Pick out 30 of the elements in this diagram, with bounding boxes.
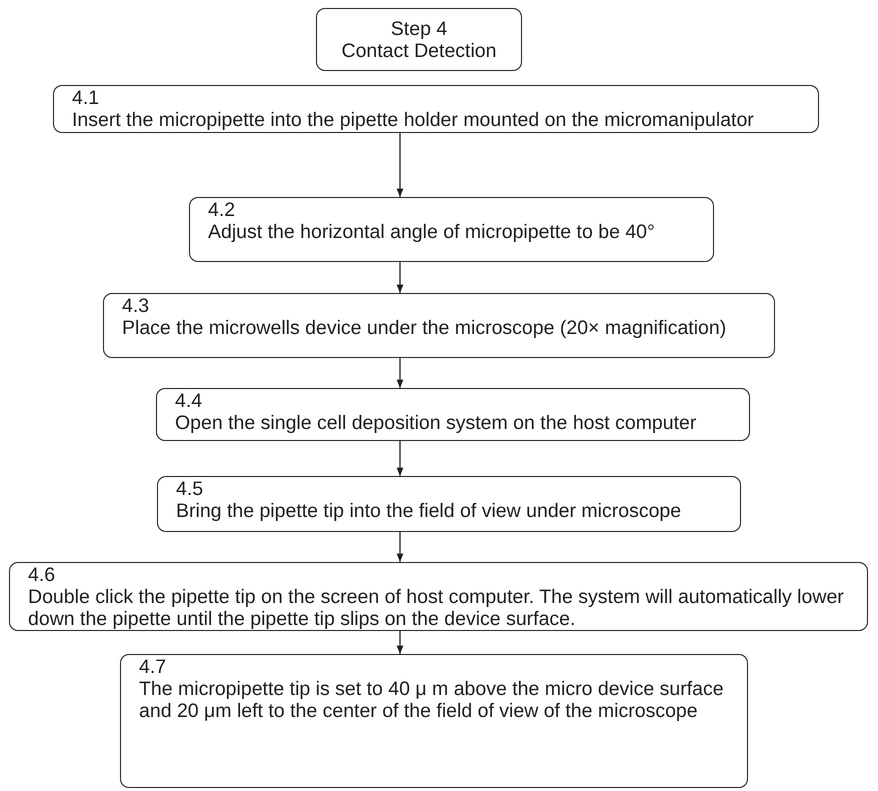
step-text: Open the single cell deposition system on the host computer bbox=[175, 412, 698, 434]
process-box bbox=[53, 85, 819, 133]
process-box bbox=[189, 197, 714, 262]
process-box bbox=[120, 654, 748, 788]
step-text: The micropipette tip is set to 40 μ m above the micro device surface and 20 μm left to the center of the field of view of the microscope bbox=[139, 678, 725, 722]
step-text: Contact Detection bbox=[341, 40, 496, 62]
step-number: 4.6 bbox=[28, 564, 56, 586]
step-number: 4.5 bbox=[176, 478, 204, 500]
arrow bbox=[396, 441, 404, 476]
process-box bbox=[316, 8, 522, 71]
step-number: 4.1 bbox=[72, 87, 100, 109]
arrow bbox=[396, 133, 404, 197]
step-number: 4.7 bbox=[139, 656, 168, 678]
step-number: Step 4 bbox=[390, 18, 448, 40]
process-box bbox=[9, 562, 868, 631]
step-text: Place the microwells device under the microscope (20× magnification) bbox=[122, 317, 728, 339]
arrow bbox=[396, 358, 404, 388]
arrow bbox=[396, 631, 404, 654]
process-box bbox=[157, 476, 741, 532]
process-box bbox=[156, 388, 750, 441]
step-text: Double click the pipette tip on the screen of host computer. The system will automatically lower down the pipette until the pipette tip slips on the device surface. bbox=[28, 586, 845, 630]
step-number: 4.3 bbox=[122, 295, 150, 317]
process-box bbox=[103, 293, 775, 358]
arrow bbox=[396, 532, 404, 562]
arrow bbox=[396, 262, 404, 293]
step-number: 4.4 bbox=[175, 390, 204, 412]
step-text: Bring the pipette tip into the field of view under microscope bbox=[176, 500, 682, 522]
step-text: Insert the micropipette into the pipette holder mounted on the micromanipulator bbox=[72, 109, 755, 131]
step-number: 4.2 bbox=[208, 199, 236, 221]
step-text: Adjust the horizontal angle of micropipette to be 40° bbox=[208, 221, 656, 243]
